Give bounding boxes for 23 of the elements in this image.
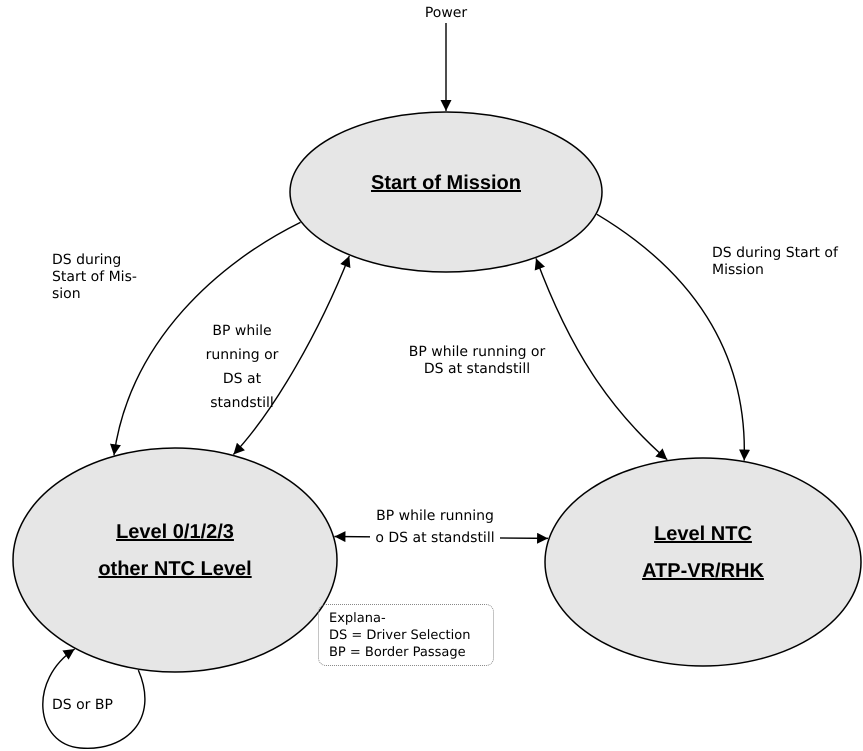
edge-label: BP while running or DS at standstill xyxy=(408,344,546,378)
input-label: Power xyxy=(424,5,468,21)
note-text: DS = Driver Selection xyxy=(329,626,472,644)
edge-label: DS or BP xyxy=(52,697,113,714)
transition-arrow xyxy=(534,258,668,460)
transition-arrow xyxy=(232,256,350,455)
state-name: Level NTC xyxy=(654,523,752,546)
note-text: Explana- xyxy=(329,610,387,626)
note-text: BP = Border Passage xyxy=(329,644,467,660)
state-name: other NTC Level xyxy=(98,558,252,581)
edge-label: DS during Start of Mis- sion xyxy=(52,252,138,303)
state-name: Start of Mission xyxy=(370,172,521,194)
edge-label: BP while running or DS at standstill xyxy=(204,322,280,413)
edge-label: DS during Start of Mission xyxy=(712,245,840,279)
legend-note-box xyxy=(318,604,494,666)
transition-arrow xyxy=(596,214,750,461)
state-ellipse xyxy=(289,111,603,273)
transition-arrow xyxy=(440,23,452,111)
transition-arrow xyxy=(110,222,301,456)
self-loop-arrow xyxy=(42,648,146,749)
state-name: ATP-VR/RHK xyxy=(642,560,764,583)
state-name: Level 0/1/2/3 xyxy=(116,521,234,544)
state-ellipse xyxy=(544,457,862,667)
